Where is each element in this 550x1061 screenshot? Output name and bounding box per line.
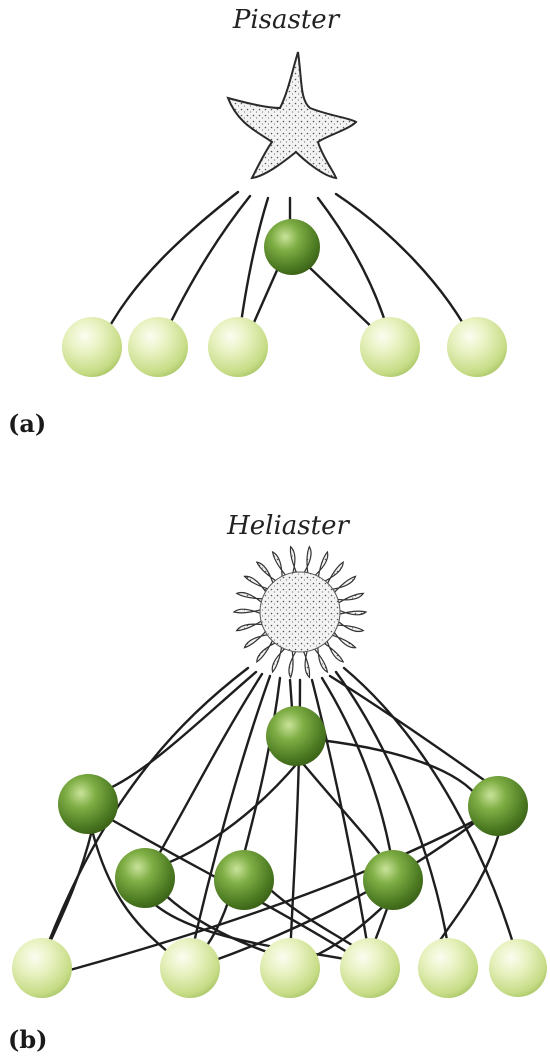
- basal-species-node: [360, 317, 420, 377]
- link: [320, 676, 392, 852]
- sun-star-arm: [335, 607, 368, 617]
- sun-star-arm: [327, 627, 357, 649]
- sun-star-arm: [235, 591, 268, 607]
- basal-species-node: [160, 938, 220, 998]
- sun-star-arm: [255, 561, 280, 589]
- intermediate-species-node: [468, 776, 528, 836]
- link: [334, 670, 452, 962]
- sun-star-arm: [289, 545, 299, 578]
- link: [68, 816, 482, 972]
- link: [148, 672, 264, 872]
- sun-star-arm: [327, 575, 357, 597]
- panel-label-b: (b): [8, 1025, 48, 1054]
- basal-species-node: [128, 317, 188, 377]
- link: [328, 674, 500, 792]
- panel-b: Heliaster: [8, 511, 547, 1054]
- sun-star-arm: [300, 545, 312, 578]
- link: [104, 670, 258, 792]
- panel-label-a: (a): [8, 409, 46, 438]
- link: [298, 758, 392, 872]
- basal-species-node: [418, 938, 478, 998]
- link: [38, 666, 250, 967]
- link: [208, 818, 480, 964]
- link: [342, 666, 520, 962]
- basal-species-node: [208, 317, 268, 377]
- sun-star-arm: [332, 592, 365, 606]
- sun-star-arm: [256, 635, 281, 664]
- sun-star-arm: [319, 560, 344, 589]
- panel-a: Pisaster (a): [8, 5, 507, 438]
- basal-species-node: [62, 317, 122, 377]
- link: [98, 190, 240, 347]
- sun-star-arm: [271, 550, 290, 582]
- sun-star-arm: [310, 550, 329, 582]
- intermediate-species-node: [264, 219, 320, 275]
- sun-star-arm: [332, 617, 365, 633]
- intermediate-species-node: [214, 850, 274, 910]
- sun-star-arm: [243, 627, 273, 649]
- sun-star-arm: [271, 642, 290, 674]
- link: [188, 674, 272, 962]
- basal-species-node: [489, 939, 547, 997]
- sun-star-icon: [232, 545, 368, 679]
- sun-star-arm: [310, 642, 329, 674]
- sun-star-arm: [288, 646, 300, 679]
- link: [288, 678, 294, 710]
- link: [90, 828, 180, 962]
- link: [148, 898, 352, 962]
- intermediate-species-node: [58, 774, 118, 834]
- sun-star-arm: [243, 575, 273, 597]
- link: [318, 738, 482, 802]
- sea-star-icon: [226, 51, 358, 180]
- basal-species-node: [12, 938, 72, 998]
- basal-species-node: [260, 938, 320, 998]
- link: [306, 264, 382, 337]
- panel-a-links: [98, 190, 477, 347]
- basal-species-node: [447, 317, 507, 377]
- sun-star-arm: [235, 618, 268, 632]
- intermediate-species-node: [115, 848, 175, 908]
- basal-species-node: [340, 938, 400, 998]
- sun-star-arm: [301, 646, 311, 679]
- intermediate-species-node: [266, 706, 326, 766]
- predator-title-pisaster: Pisaster: [232, 5, 341, 35]
- intermediate-species-node: [363, 850, 423, 910]
- sun-star-arm: [232, 607, 265, 617]
- predator-title-heliaster: Heliaster: [226, 511, 350, 541]
- sun-star-arm: [320, 635, 345, 663]
